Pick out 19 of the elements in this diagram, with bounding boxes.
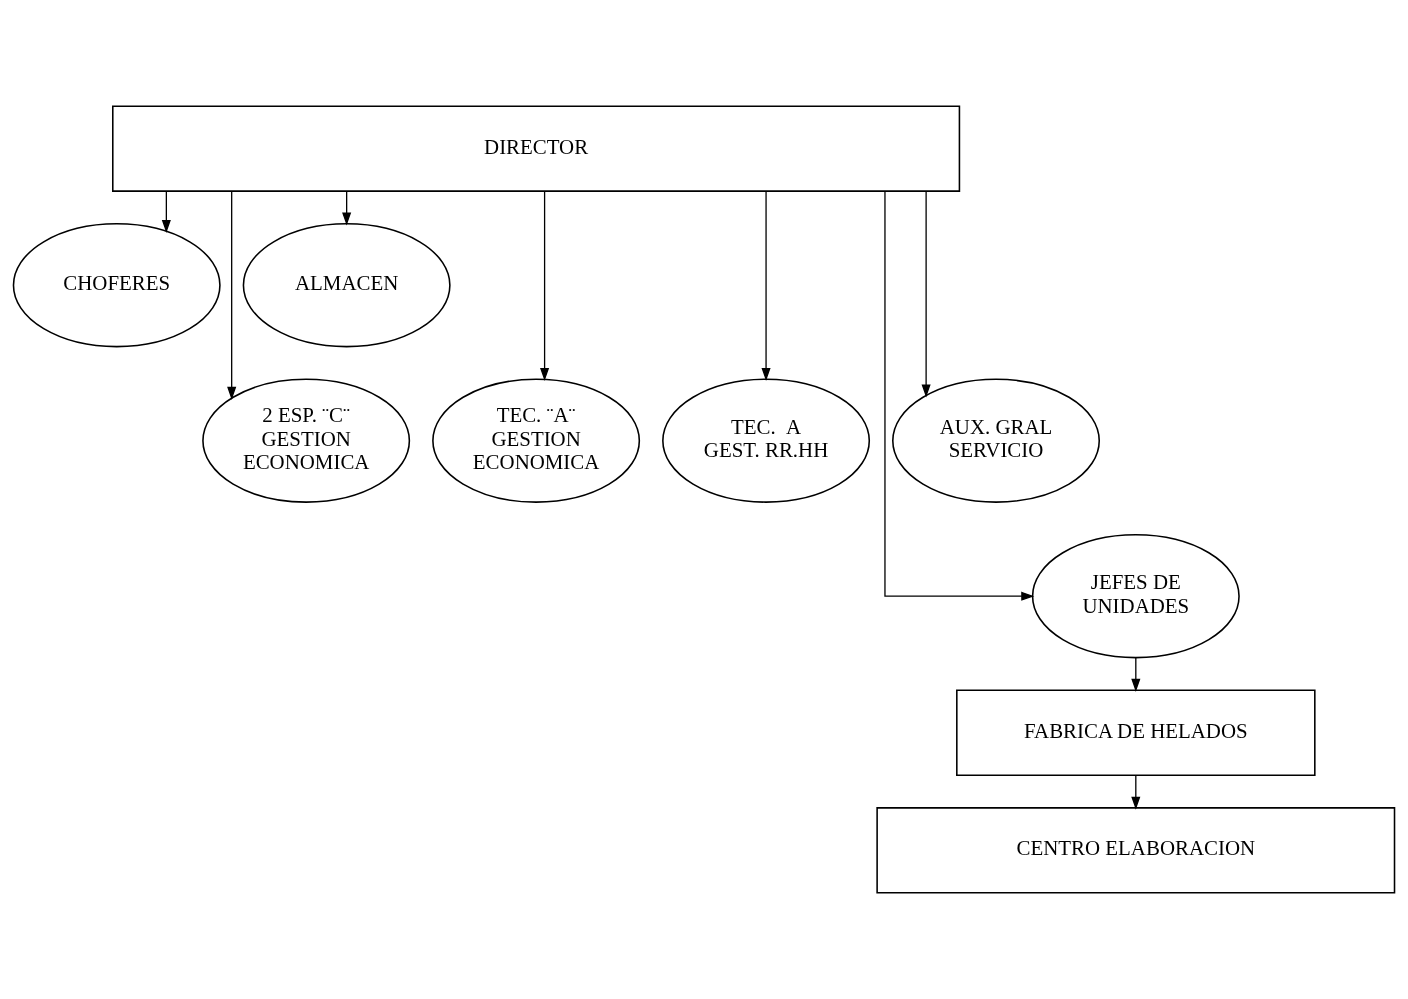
node-box: CENTRO ELABORACION xyxy=(876,807,1396,894)
arrow xyxy=(161,190,171,233)
node-ellipse: 2 ESP. ¨C¨ GESTION ECONOMICA xyxy=(202,378,411,503)
arrow xyxy=(761,191,771,382)
arrow xyxy=(540,191,550,382)
node-ellipse: AUX. GRAL SERVICIO xyxy=(892,378,1100,503)
node-ellipse: ALMACEN xyxy=(242,223,451,348)
node-box: DIRECTOR xyxy=(112,105,961,192)
arrow xyxy=(921,191,931,398)
arrow xyxy=(1131,774,1141,810)
node-ellipse: JEFES DE UNIDADES xyxy=(1031,534,1240,659)
node-ellipse: TEC. ¨A¨ GESTION ECONOMICA xyxy=(432,378,641,503)
node-ellipse: TEC. A GEST. RR.HH xyxy=(662,378,871,503)
arrow xyxy=(884,190,1035,601)
arrow xyxy=(227,191,237,400)
arrow xyxy=(342,190,352,226)
arrow xyxy=(1131,657,1141,692)
node-box: FABRICA DE HELADOS xyxy=(956,689,1316,776)
node-ellipse: CHOFERES xyxy=(12,223,221,348)
